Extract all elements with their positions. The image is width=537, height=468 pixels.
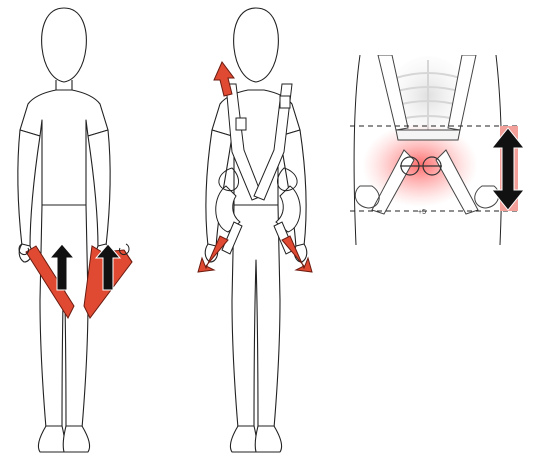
- figure-2-right-foot: [255, 426, 281, 452]
- figure-2-left-foot: [230, 426, 256, 452]
- figure-2-left-buckle: [236, 118, 246, 130]
- double-vertical-arrow-icon: [492, 128, 524, 210]
- figure-1-head: [42, 8, 87, 82]
- pull-arrow-icon: [214, 62, 234, 96]
- figure-1-legs: [40, 205, 88, 428]
- figure-1: [18, 8, 110, 452]
- figure-2-head: [234, 8, 279, 82]
- figure-3-inset: +5: [350, 55, 524, 245]
- figure-1-right-arm: [88, 130, 110, 248]
- figure-3-small-mark: +5: [418, 209, 426, 216]
- figure-2-legs: [232, 205, 280, 428]
- figure-1-left-arm: [18, 130, 40, 248]
- figure-2-right-buckle: [280, 96, 290, 108]
- figure-1-left-foot: [38, 426, 64, 452]
- figure-1-right-foot: [63, 426, 89, 452]
